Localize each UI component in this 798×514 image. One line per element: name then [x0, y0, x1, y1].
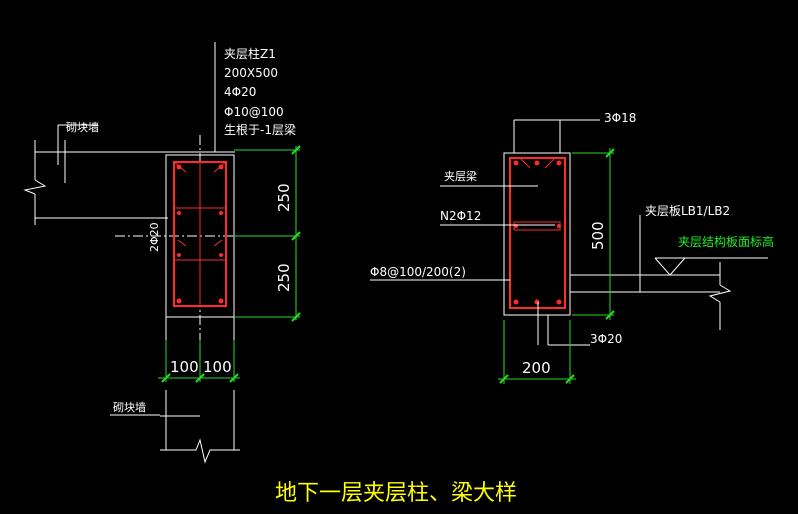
beam-label: 夹层梁: [444, 169, 477, 183]
wall-label-bottom: 砌块墙: [113, 400, 146, 414]
column-note: 夹层柱Z1: [224, 46, 276, 61]
beam-detail: [370, 119, 768, 384]
column-note: 4Φ20: [224, 85, 256, 99]
column-note: 生根于-1层梁: [224, 122, 296, 137]
hooks: [173, 161, 227, 247]
beam-outline: [503, 152, 571, 316]
break-symbol: [160, 438, 240, 464]
column-detail: [23, 42, 301, 464]
dim-text: 100: [170, 358, 199, 376]
column-note: Φ10@100: [224, 105, 284, 119]
waist-bars-label: N2Φ12: [440, 209, 481, 223]
side-bars-label: 2Φ20: [148, 222, 161, 252]
dim-text: 500: [589, 221, 607, 250]
drawing-title: 地下一层夹层柱、梁大样: [275, 481, 517, 506]
stirrups-label: Φ8@100/200(2): [370, 265, 466, 279]
dim-horizontal-beam: [498, 320, 576, 384]
slab-level-label: 夹层结构板面标高: [678, 234, 774, 249]
slab-label: 夹层板LB1/LB2: [645, 204, 730, 218]
dim-vertical-beam: [572, 148, 615, 320]
level-triangle: [654, 257, 686, 276]
dim-vertical-column: [234, 145, 301, 322]
stirrup-outline: [509, 157, 566, 309]
bottom-bars-label: 3Φ20: [590, 332, 622, 346]
hooks: [519, 157, 556, 169]
dim-text: 200: [522, 359, 551, 377]
rebar-dots: [513, 160, 562, 305]
dim-text: 250: [275, 263, 293, 292]
column-note: 200X500: [224, 66, 278, 80]
dim-text: 250: [275, 183, 293, 212]
waist-tie: [513, 221, 561, 231]
column-notes: 夹层柱Z1 200X500 4Φ20 Φ10@100 生根于-1层梁: [224, 46, 296, 137]
break-symbol: [708, 284, 732, 303]
top-bars-label: 3Φ18: [604, 111, 636, 125]
wall-label-top: 砌块墙: [66, 120, 99, 134]
dim-text: 100: [203, 358, 232, 376]
break-symbol: [23, 179, 47, 195]
dim-horizontal-column: [158, 340, 240, 383]
